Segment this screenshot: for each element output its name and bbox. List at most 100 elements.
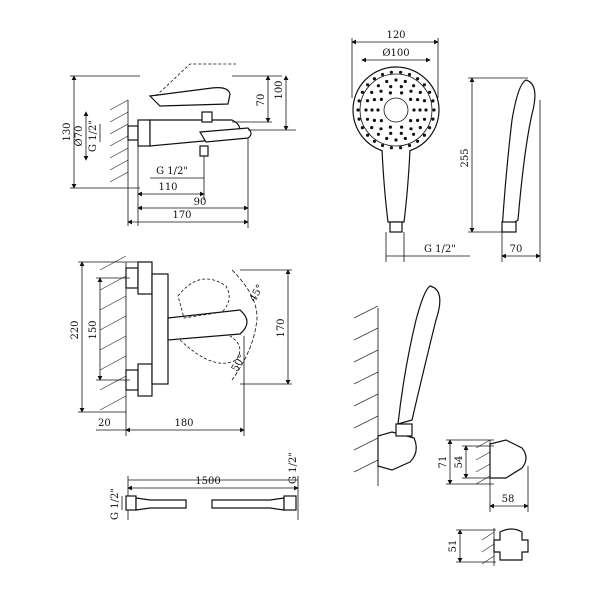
dim-g-left: G 1/2" — [88, 120, 99, 152]
shower-on-holder — [353, 285, 441, 486]
nozzle — [389, 70, 393, 74]
nozzle — [399, 146, 403, 150]
shower-head-front: 120 Ø100 G 1/2" — [351, 30, 470, 262]
nozzle — [370, 108, 374, 112]
nozzle — [394, 78, 398, 82]
nozzle — [400, 125, 404, 129]
nozzle — [432, 108, 436, 112]
dim-170-width: 170 — [172, 210, 191, 221]
nozzle — [416, 139, 420, 143]
nozzle — [372, 139, 376, 143]
nozzle — [399, 70, 403, 74]
nozzle — [372, 118, 376, 122]
nozzle — [365, 117, 370, 121]
holder-detail-side: 71 54 58 — [438, 439, 529, 512]
nozzle — [407, 72, 412, 77]
nozzle — [376, 132, 380, 136]
nozzle — [379, 119, 383, 123]
nozzle — [380, 72, 385, 77]
nozzle — [403, 136, 407, 141]
shower-head-inner — [359, 73, 433, 147]
nozzle — [418, 90, 422, 94]
dim-45-deg: 45° — [248, 283, 266, 304]
dim-255: 255 — [460, 148, 471, 167]
dim-54: 54 — [454, 456, 465, 469]
dim-180: 180 — [174, 418, 193, 429]
nozzle — [407, 143, 412, 148]
holder-top-hatch — [481, 528, 495, 566]
nozzle — [385, 136, 389, 141]
nozzle — [357, 117, 361, 121]
nozzle — [409, 127, 413, 131]
nozzle — [412, 132, 416, 136]
nozzle — [389, 85, 393, 89]
shower-head-side: 255 70 — [460, 77, 541, 262]
nozzle — [370, 126, 374, 130]
nozzle — [356, 108, 360, 112]
nozzle — [416, 77, 420, 81]
nozzle — [376, 108, 380, 112]
dim-g-bottom: G 1/2" — [156, 166, 188, 177]
dim-70-shower: 70 — [510, 244, 523, 255]
dim-g-shower: G 1/2" — [424, 244, 456, 255]
dim-d100: Ø100 — [382, 48, 409, 59]
nozzle — [418, 126, 422, 130]
nozzle — [365, 99, 370, 103]
nozzle — [388, 125, 392, 129]
wall-hatch-right — [353, 305, 379, 486]
dim-20: 20 — [98, 418, 111, 429]
dim-50-deg: 50° — [230, 353, 248, 374]
holder-top-shape — [493, 528, 529, 561]
holder-side-shape — [489, 439, 527, 479]
wall-hatch-mid — [99, 255, 127, 412]
nozzle — [409, 89, 413, 93]
nozzle — [388, 91, 392, 95]
nozzle — [399, 85, 403, 89]
nozzle — [380, 143, 385, 148]
dim-g-hose-left: G 1/2" — [110, 488, 121, 520]
nozzle-pattern — [356, 70, 436, 150]
nozzle — [376, 84, 380, 88]
nozzle — [372, 77, 376, 81]
nozzle — [422, 117, 427, 121]
nozzle — [389, 146, 393, 150]
dim-100: 100 — [274, 80, 285, 99]
dim-71: 71 — [438, 456, 449, 469]
nozzle — [422, 133, 426, 137]
shower-handle — [381, 149, 411, 223]
nozzle — [431, 117, 435, 121]
dim-1500: 1500 — [195, 476, 220, 487]
nozzle — [385, 79, 389, 84]
nozzle — [422, 83, 426, 87]
hose-left-segment — [135, 497, 187, 511]
dim-d70: Ø70 — [74, 126, 85, 147]
nozzle — [366, 133, 370, 137]
dim-110: 110 — [158, 182, 177, 193]
nozzle — [409, 97, 413, 101]
nozzle — [409, 119, 413, 123]
nozzle — [379, 97, 383, 101]
nozzle — [431, 99, 435, 103]
nozzle — [418, 108, 422, 112]
nozzle — [412, 84, 416, 88]
nozzle — [424, 108, 428, 112]
dim-120: 120 — [386, 30, 405, 41]
wall-holder — [377, 431, 417, 471]
dim-150: 150 — [88, 320, 99, 339]
faucet-top-view: 45° 50° 220 150 170 20 180 — [70, 255, 292, 436]
dim-170-height: 170 — [276, 318, 287, 337]
holder-hatch — [475, 439, 491, 486]
nozzle — [428, 90, 432, 94]
dim-58: 58 — [502, 494, 515, 505]
dim-70-height: 70 — [256, 94, 267, 107]
nozzle — [366, 83, 370, 87]
dim-220: 220 — [70, 320, 81, 339]
shower-side-body — [501, 79, 536, 232]
dim-90: 90 — [194, 197, 207, 208]
nozzle — [379, 127, 383, 131]
nozzle — [364, 108, 368, 112]
nozzle — [394, 138, 398, 142]
nozzle — [428, 126, 432, 130]
nozzle — [416, 118, 420, 122]
